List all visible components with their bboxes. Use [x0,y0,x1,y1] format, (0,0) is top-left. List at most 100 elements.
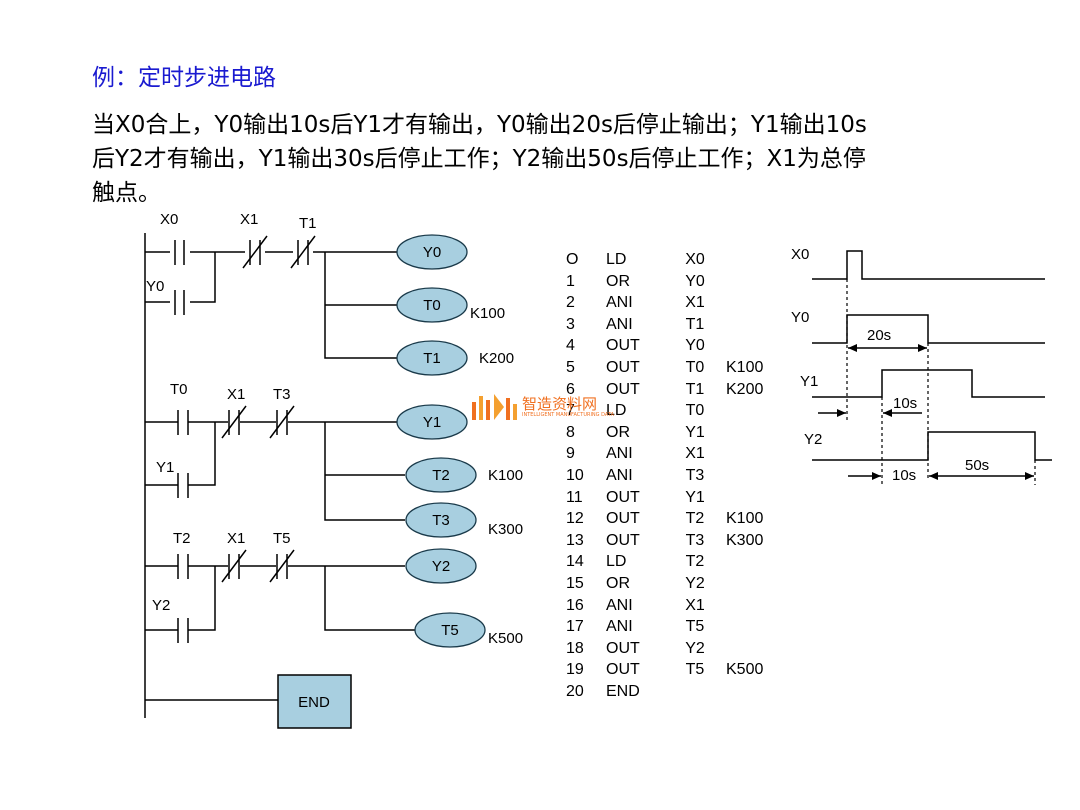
y2-waveform [812,431,1052,461]
instruction-arg: T3 [685,466,705,484]
contact-nc [242,235,268,269]
instruction-op: LD [606,251,627,268]
coil [396,287,468,323]
instruction-k [726,616,796,638]
instruction-n: 10 [566,466,584,484]
contact-label: Y0 [146,278,164,295]
instruction-op: OUT [606,488,640,506]
contact-label: X1 [227,530,245,547]
instruction-op: ANI [606,596,633,614]
contact-label: T2 [173,530,191,547]
instruction-k [726,314,796,336]
instruction-k [726,487,796,509]
ladder-rung: X0 X1 T1 Y0 Y0 T0 T1 K100 K200 [145,211,514,376]
contact-no [177,473,189,498]
coil [405,502,477,538]
signal-label: Y0 [791,309,809,326]
interval-label: 10s [893,395,917,412]
instruction-n: 4 [566,337,575,355]
instruction-k [726,335,796,357]
y0-waveform [812,314,1045,344]
instruction-op: OUT [606,661,640,679]
signal-label: X0 [791,246,809,263]
description-line: 触点。 [92,180,161,206]
instruction-op: OUT [606,531,640,549]
instruction-n: 3 [566,315,575,333]
interval-label: 20s [867,327,891,344]
coil-label: T0 [423,297,441,314]
timer-preset: K100 [488,467,523,484]
instruction-n: 12 [566,510,584,528]
instruction-row: O LD X0 [566,249,796,271]
instruction-n: 2 [566,294,575,312]
instruction-op: LD [606,402,627,420]
watermark-icon [472,394,517,420]
contact-nc [221,405,247,439]
instruction-n: 19 [566,661,584,679]
instruction-arg: Y1 [685,423,705,441]
timer-preset: K500 [488,630,523,647]
contact-no [177,618,189,643]
instruction-arg: T0 [685,402,705,420]
coil-label: Y0 [423,244,441,261]
coil [396,234,468,270]
contact-no [174,290,185,315]
instruction-op: OR [606,272,630,290]
description-line: 后Y2才有输出，Y1输出30s后停止工作；Y2输出50s后停止工作；X1为总停 [92,146,866,172]
instruction-arg: X1 [685,294,705,312]
ladder-rung: T0 X1 T3 Y1 Y1 T2 T3 K100 K300 [145,381,523,538]
instruction-arg: T0 [685,358,705,376]
contact-nc [290,235,316,269]
instruction-arg: X0 [685,251,705,268]
instruction-k [726,400,796,422]
instruction-n: 14 [566,553,584,571]
contact-label: T3 [273,386,291,403]
signal-label: Y1 [800,373,818,390]
instruction-row: 4 OUT Y0 [566,335,796,357]
instruction-n: 8 [566,423,575,441]
coil [405,457,477,493]
contact-label: Y2 [152,597,170,614]
timing-diagram: X0 Y0 Y1 Y2 20s 10s 10s 50s [791,246,1052,485]
instruction-k [726,638,796,660]
instruction-arg: T3 [685,531,705,549]
coil [405,548,477,584]
instruction-n: 18 [566,639,584,657]
instruction-arg: Y0 [685,337,705,355]
instruction-arg: T5 [685,618,705,636]
instruction-n: 7 [566,402,575,420]
instruction-n: 13 [566,531,584,549]
contact-label: X1 [240,211,258,228]
instruction-arg [664,681,726,703]
instruction-k [726,443,796,465]
instruction-n: 15 [566,574,584,592]
instruction-op: ANI [606,294,633,312]
instruction-n: O [566,251,579,268]
contact-label: T1 [299,215,317,232]
instruction-n: 1 [566,272,575,290]
coil-label: T3 [432,512,450,529]
end-label: END [298,694,330,711]
slide-title: 例：定时步进电路 [92,65,276,91]
instruction-op: OUT [606,337,640,355]
instruction-op: OUT [606,639,640,657]
instruction-n: 6 [566,380,575,398]
instruction-k [726,465,796,487]
instruction-k [726,249,796,271]
contact-label: X1 [227,386,245,403]
instruction-arg: Y2 [685,639,705,657]
coil-label: T5 [441,622,459,639]
instruction-n: 17 [566,618,584,636]
x0-waveform [812,250,1045,280]
